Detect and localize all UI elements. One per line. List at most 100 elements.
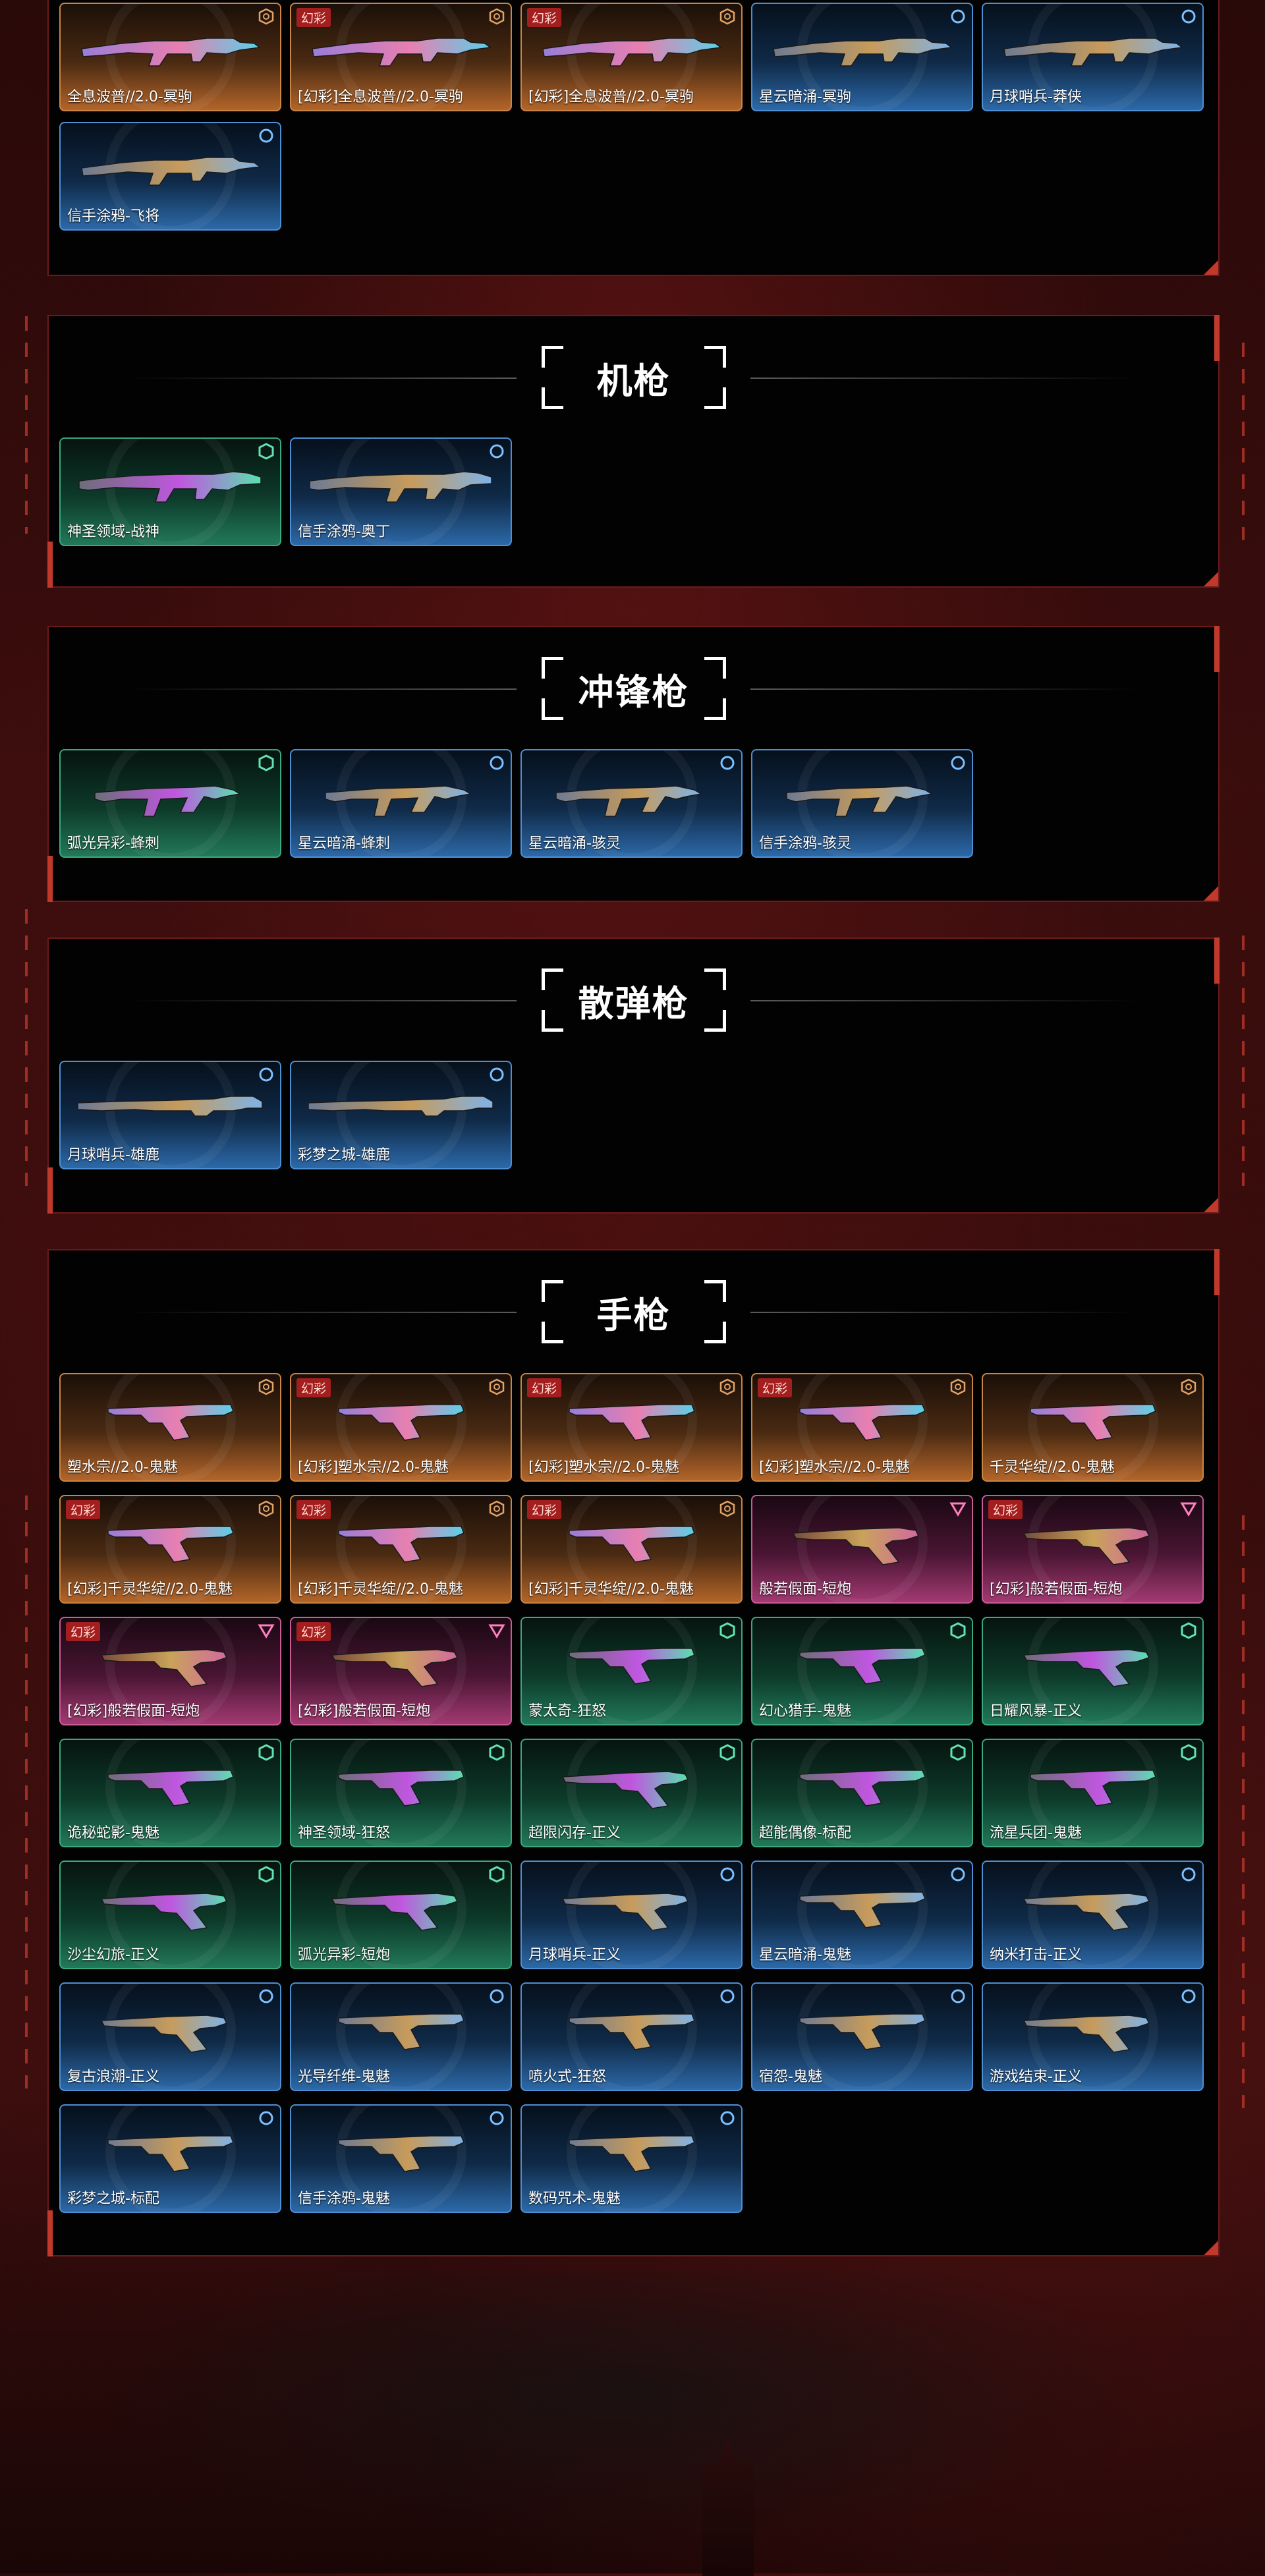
skin-card[interactable]: 沙尘幻旅-正义 [59,1861,281,1969]
shotgun-icon [308,1096,493,1117]
skin-card[interactable]: 幻彩 [幻彩]全息波普//2.0-冥驹 [520,3,743,111]
skin-card[interactable]: 星云暗涌-骇灵 [520,749,743,858]
skin-card[interactable]: 神圣领域-狂怒 [290,1739,512,1847]
skin-card[interactable]: 弧光异彩-短炮 [290,1861,512,1969]
corner-decoration [1204,2241,1218,2255]
blue-tier-icon [259,1989,273,2003]
header-divider-left [128,378,517,379]
skin-card[interactable]: 信手涂鸦-骇灵 [751,749,973,858]
skin-grid: 月球哨兵-雄鹿 彩梦之城-雄鹿 [59,1061,1204,1169]
skin-card[interactable]: 信手涂鸦-奥丁 [290,437,512,546]
pistol-icon [338,1526,464,1563]
machinegun-icon [309,471,492,503]
corner-decoration [1204,260,1218,275]
skin-card[interactable]: 纳米打击-正义 [982,1861,1204,1969]
skin-card[interactable]: 弧光异彩-蜂刺 [59,749,281,858]
skin-card[interactable]: 彩梦之城-雄鹿 [290,1061,512,1169]
orange-tier-icon [719,1500,735,1517]
skin-card[interactable]: 幻彩[幻彩]全息波普//2.0-冥驹 [290,3,512,111]
machinegun-section: 机枪 神圣领域-战神信手涂鸦-奥丁 [47,315,1220,588]
green-tier-icon [719,1622,735,1639]
skin-card[interactable]: 诡秘蛇影-鬼魅 [59,1739,281,1847]
pistol-icon [107,1526,234,1563]
skin-card[interactable]: 月球哨兵-雄鹿 [59,1061,281,1169]
corner-decoration [1204,1198,1218,1212]
corner-decoration [1204,572,1218,586]
prismatic-badge: 幻彩 [527,8,562,27]
section-title: 机枪 [596,360,671,402]
skin-card[interactable]: 全息波普//2.0-冥驹 [59,3,281,111]
blue-tier-icon [259,1067,273,1082]
skin-card[interactable]: 喷火式-狂怒 [520,1982,743,2091]
orange-tier-icon [489,1378,505,1395]
skin-card[interactable]: 信手涂鸦-飞将 [59,122,281,231]
section-title: 冲锋枪 [578,671,689,713]
skin-name: 沙尘幻旅-正义 [67,1947,159,1963]
skin-card[interactable]: 千灵华绽//2.0-鬼魅 [982,1373,1204,1482]
prismatic-badge: 幻彩 [758,1378,793,1397]
skin-name: [幻彩]全息波普//2.0-冥驹 [528,89,694,105]
pistol-icon [569,1404,695,1441]
pistol-icon [799,1770,926,1806]
skin-card[interactable]: 幻彩[幻彩]千灵华绽//2.0-鬼魅 [290,1495,512,1604]
skin-card[interactable]: 游戏结束-正义 [982,1982,1204,2091]
skin-name: 星云暗涌-冥驹 [759,89,851,105]
orange-tier-icon [950,1378,966,1395]
section-header: 机枪 [49,316,1218,441]
skin-name: 宿怨-鬼魅 [759,2069,822,2085]
skin-card[interactable]: 复古浪潮-正义 [59,1982,281,2091]
skin-card[interactable]: 幻彩[幻彩]千灵华绽//2.0-鬼魅 [520,1495,743,1604]
skin-name: [幻彩]全息波普//2.0-冥驹 [298,89,463,105]
skin-card[interactable]: 塑水宗//2.0-鬼魅 [59,1373,281,1482]
skin-card[interactable]: 幻彩[幻彩]般若假面-短炮 [982,1495,1204,1604]
skin-card[interactable]: 星云暗涌-冥驹 [751,3,973,111]
revolver-icon [331,1649,459,1687]
skin-name: 月球哨兵-莽侠 [990,89,1082,105]
green-tier-icon [489,1744,505,1761]
skin-card[interactable]: 彩梦之城-标配 [59,2104,281,2213]
skin-name: 信手涂鸦-奥丁 [298,524,390,540]
skin-name: [幻彩]般若假面-短炮 [67,1703,200,1720]
skin-card[interactable]: 幻彩[幻彩]般若假面-短炮 [290,1617,512,1725]
skin-card[interactable]: 宿怨-鬼魅 [751,1982,973,2091]
skin-card[interactable]: 数码咒术-鬼魅 [520,2104,743,2213]
skin-card[interactable]: 幻彩[幻彩]千灵华绽//2.0-鬼魅 [59,1495,281,1604]
skin-card[interactable]: 幻彩[幻彩]塑水宗//2.0-鬼魅 [290,1373,512,1482]
skin-card[interactable]: 月球哨兵-莽侠 [982,3,1204,111]
skin-card[interactable]: 月球哨兵-正义 [520,1861,743,1969]
skin-card[interactable]: 信手涂鸦-鬼魅 [290,2104,512,2213]
skin-card[interactable]: 超能偶像-标配 [751,1739,973,1847]
skin-card[interactable]: 神圣领域-战神 [59,437,281,546]
skin-card[interactable]: 星云暗涌-蜂刺 [290,749,512,858]
skin-card[interactable]: 幻彩[幻彩]塑水宗//2.0-鬼魅 [520,1373,743,1482]
orange-tier-icon [719,1378,735,1395]
orange-tier-icon [258,1378,274,1395]
skin-card[interactable]: 流星兵团-鬼魅 [982,1739,1204,1847]
green-tier-icon [258,754,274,771]
revolver-icon [100,2015,228,2053]
skin-card[interactable]: 星云暗涌-鬼魅 [751,1861,973,1969]
skin-card[interactable]: 蒙太奇-狂怒 [520,1617,743,1725]
skin-card[interactable]: 日耀风暴-正义 [982,1617,1204,1725]
skin-card[interactable]: 幻彩[幻彩]塑水宗//2.0-鬼魅 [751,1373,973,1482]
skin-card[interactable]: 幻彩[幻彩]般若假面-短炮 [59,1617,281,1725]
pistol-icon [338,2135,464,2172]
skin-name: 彩梦之城-标配 [67,2191,159,2207]
skin-card[interactable]: 光导纤维-鬼魅 [290,1982,512,2091]
skin-name: 月球哨兵-雄鹿 [67,1147,159,1163]
skin-name: [幻彩]千灵华绽//2.0-鬼魅 [67,1581,233,1598]
pistol-icon [338,1770,464,1806]
pistol-icon [107,1770,234,1806]
pistol-icon [799,1404,926,1441]
blue-tier-icon [490,756,504,770]
skin-card[interactable]: 般若假面-短炮 [751,1495,973,1604]
skin-name: 蒙太奇-狂怒 [528,1703,606,1720]
header-divider-right [750,1312,1139,1313]
rifle-icon [312,38,492,67]
skin-card[interactable]: 幻心猎手-鬼魅 [751,1617,973,1725]
section-header: 散弹枪 [49,939,1218,1064]
skin-name: 纳米打击-正义 [990,1947,1082,1963]
pistol-icon [569,2013,695,2050]
blue-tier-icon [951,1989,965,2003]
skin-card[interactable]: 超限闪存-正义 [520,1739,743,1847]
